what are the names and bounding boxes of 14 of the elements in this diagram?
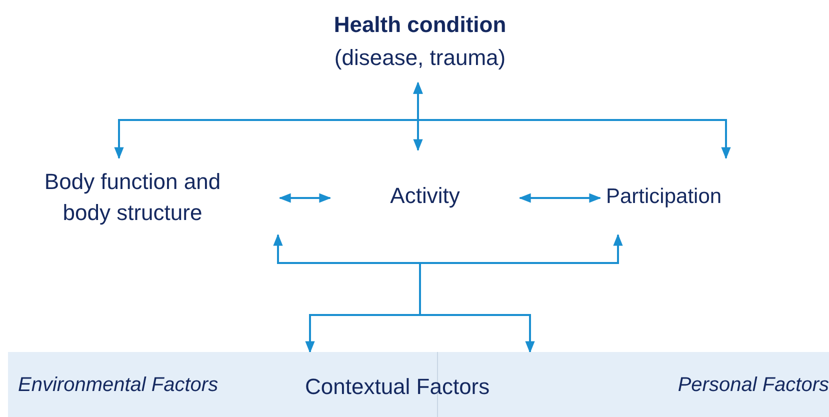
node-text: Personal Factors — [678, 372, 829, 398]
node-text: Contextual Factors — [305, 374, 490, 399]
node-text: (disease, trauma) — [334, 44, 506, 72]
heading-text: Health condition — [334, 11, 506, 39]
arrow — [518, 193, 602, 203]
arrow — [273, 234, 421, 354]
node-text: Environmental Factors — [18, 372, 218, 398]
node-text: Participation — [605, 184, 723, 210]
contextual-factors-band — [8, 352, 829, 417]
arrow — [413, 82, 731, 160]
arrow — [278, 193, 332, 203]
node-text: Body function and body structure — [43, 168, 222, 227]
arrow — [419, 234, 623, 354]
node-text: Activity — [389, 182, 461, 210]
